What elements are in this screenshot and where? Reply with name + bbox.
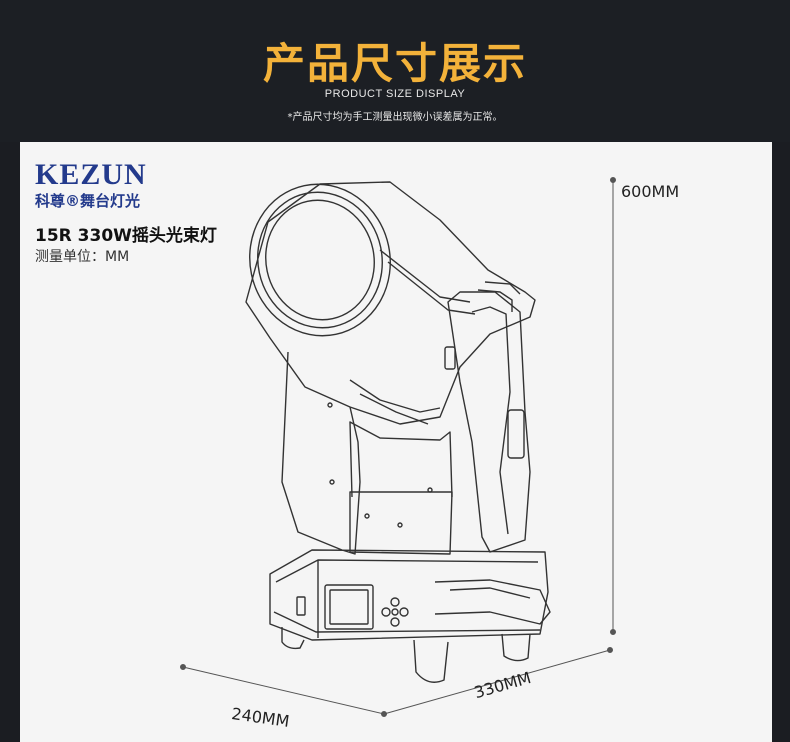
dimension-lines (180, 177, 616, 717)
product-panel: KEZUN 科尊®舞台灯光 15R 330W摇头光束灯 测量单位：MM 600M… (20, 142, 772, 742)
brand-logo-chinese: 科尊®舞台灯光 (35, 192, 141, 210)
height-dimension-label: 600MM (621, 182, 680, 201)
measurement-unit: 测量单位：MM (35, 249, 130, 265)
product-illustration (180, 177, 616, 717)
fixture-drawing (245, 181, 551, 683)
header-banner: 产品尺寸展示 PRODUCT SIZE DISPLAY *产品尺寸均为手工测量出… (0, 0, 790, 142)
product-name: 15R 330W摇头光束灯 (35, 226, 217, 246)
page-subtitle: PRODUCT SIZE DISPLAY (324, 88, 466, 100)
page-title: 产品尺寸展示 (262, 39, 527, 88)
brand-logo: KEZUN (35, 158, 147, 191)
measurement-note: *产品尺寸均为手工测量出现微小误差属为正常。 (287, 112, 503, 123)
